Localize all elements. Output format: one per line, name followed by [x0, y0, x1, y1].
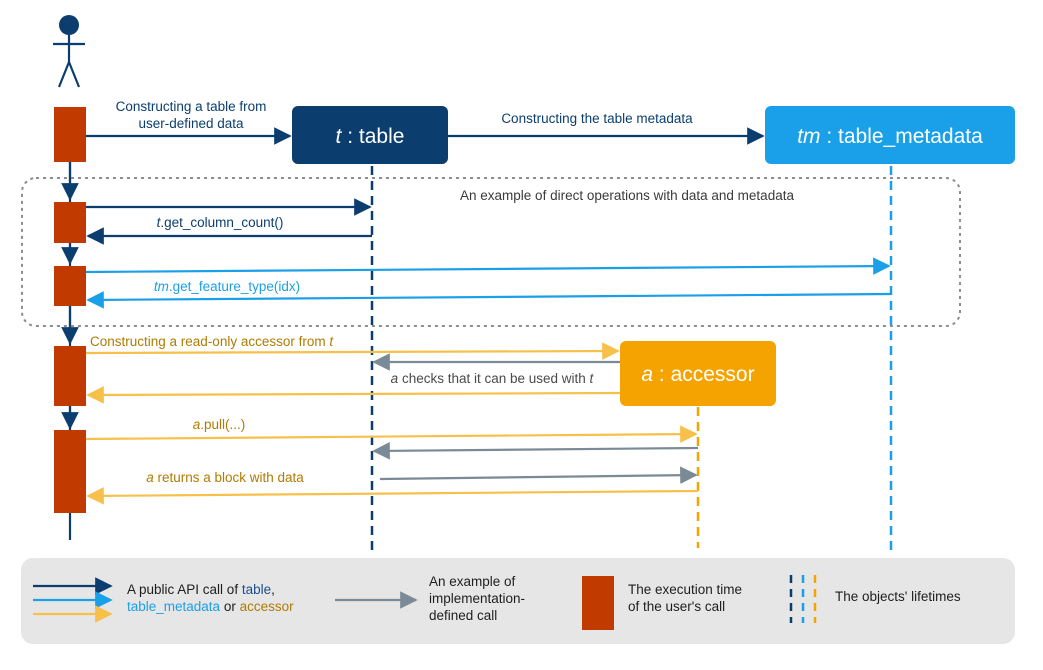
legend-impl-text: defined call [429, 608, 497, 623]
pull-impl-return-arrow [379, 466, 698, 484]
pull-label: a.pull(...) [193, 417, 246, 432]
legend-lifetimes-text: The objects' lifetimes [835, 589, 961, 604]
get-feature-type-label: tm.get_feature_type(idx) [154, 279, 300, 294]
user-actor-icon [53, 15, 85, 88]
table-metadata-object-box: tm : table_metadata [765, 106, 1015, 164]
legend-api-text: table_metadata or accessor [127, 599, 294, 614]
pull-call-arrow [85, 425, 698, 443]
execution-block [54, 346, 86, 406]
returns-block-label: a returns a block with data [146, 470, 304, 485]
construct-accessor-label: Constructing a read-only accessor from t [90, 334, 334, 349]
legend: A public API call of table, table_metada… [21, 558, 1015, 644]
svg-text:t : table: t : table [336, 125, 405, 148]
svg-text:a : accessor: a : accessor [641, 363, 754, 386]
get-feature-type-call-arrow [85, 257, 891, 275]
svg-text:tm : table_metadata: tm : table_metadata [797, 125, 983, 148]
execution-block [54, 107, 86, 162]
accessor-return-arrow [86, 386, 621, 404]
legend-exec-block [582, 576, 614, 630]
returns-block-arrow [86, 487, 699, 505]
construct-metadata-label: Constructing the table metadata [501, 111, 693, 126]
direct-operations-caption: An example of direct operations with dat… [460, 188, 794, 203]
accessor-checks-label: a checks that it can be used with t [391, 371, 595, 386]
legend-exec-text: The execution time [628, 582, 742, 597]
table-object-box: t : table [292, 106, 448, 164]
execution-block [54, 202, 86, 243]
legend-impl-text: An example of [429, 574, 516, 589]
construct-table-label: Constructing a table from [116, 99, 267, 114]
pull-impl-arrow [372, 442, 699, 460]
get-feature-type-return-arrow [86, 291, 892, 309]
execution-block [54, 266, 86, 306]
accessor-object-box: a : accessor [620, 341, 776, 406]
construct-accessor-arrow [85, 342, 620, 360]
legend-exec-text: of the user's call [628, 599, 725, 614]
legend-api-text: A public API call of table, [127, 582, 275, 597]
legend-impl-text: implementation- [429, 591, 525, 606]
construct-table-label: user-defined data [138, 116, 244, 131]
direct-operations-group [21, 177, 961, 327]
get-column-count-label: t.get_column_count() [157, 215, 284, 230]
execution-block [54, 430, 86, 513]
